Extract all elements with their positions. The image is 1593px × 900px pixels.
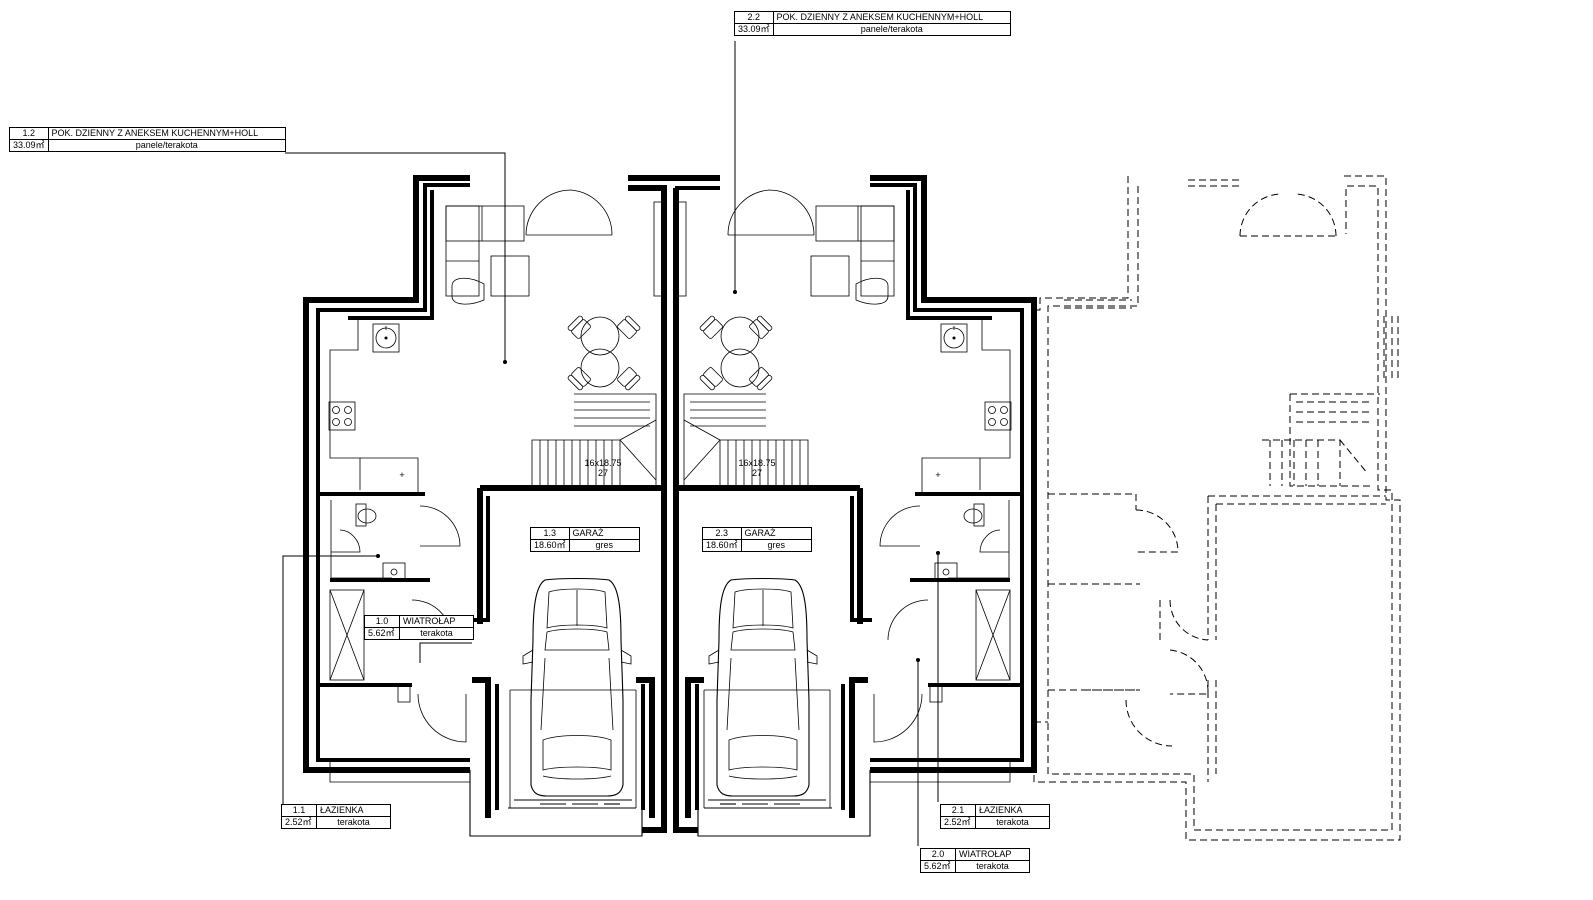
unit-1: + (303, 175, 720, 837)
stair-label-2: 16x18.75 27 (732, 458, 782, 478)
room-area: 5.62㎡ (920, 860, 956, 873)
room-area: 2.52㎡ (940, 816, 976, 829)
room-label-1-2: 1.2 POK. DZIENNY Z ANEKSEM KUCHENNYM+HOL… (9, 127, 287, 152)
room-finish: terakota (955, 860, 1030, 873)
room-finish: gres (568, 539, 641, 552)
room-area: 18.60㎡ (530, 539, 570, 552)
room-finish: panele/terakota (47, 139, 287, 152)
room-number: 1.3 (530, 527, 570, 540)
room-label-2-1: 2.1 ŁAZIENKA 2.52㎡ terakota (940, 804, 1050, 829)
stair-count: 27 (751, 468, 762, 478)
room-name: GARAŻ (740, 527, 813, 540)
room-name: POK. DZIENNY Z ANEKSEM KUCHENNYM+HOLL (772, 11, 1012, 24)
svg-text:+: + (935, 470, 940, 480)
room-name: WIATROŁAP (399, 615, 474, 628)
room-area: 18.60㎡ (702, 539, 742, 552)
neighbour-unit-outline (1033, 175, 1401, 841)
room-finish: terakota (399, 627, 474, 640)
room-number: 2.2 (734, 11, 774, 24)
room-area: 5.62㎡ (364, 627, 400, 640)
room-finish: terakota (975, 816, 1050, 829)
stair-count: 27 (597, 468, 608, 478)
room-label-2-0: 2.0 WIATROŁAP 5.62㎡ terakota (920, 848, 1030, 873)
room-name: ŁAZIENKA (975, 804, 1050, 817)
room-finish: terakota (316, 816, 391, 829)
stair-size: 16x18.75 (584, 458, 622, 468)
room-area: 33.09㎡ (9, 139, 49, 152)
room-number: 1.2 (9, 127, 49, 140)
room-finish: gres (740, 539, 813, 552)
room-label-1-0: 1.0 WIATROŁAP 5.62㎡ terakota (364, 615, 474, 640)
unit-2 (673, 175, 1037, 837)
room-name: POK. DZIENNY Z ANEKSEM KUCHENNYM+HOLL (47, 127, 287, 140)
svg-text:+: + (399, 470, 404, 480)
room-label-1-1: 1.1 ŁAZIENKA 2.52㎡ terakota (281, 804, 391, 829)
stair-label-1: 16x18.75 27 (578, 458, 628, 478)
room-number: 2.1 (940, 804, 976, 817)
room-label-2-2: 2.2 POK. DZIENNY Z ANEKSEM KUCHENNYM+HOL… (734, 11, 1012, 36)
room-number: 1.0 (364, 615, 400, 628)
room-name: GARAŻ (568, 527, 641, 540)
room-area: 2.52㎡ (281, 816, 317, 829)
room-label-1-3: 1.3 GARAŻ 18.60㎡ gres (530, 527, 641, 552)
room-name: ŁAZIENKA (316, 804, 391, 817)
room-number: 1.1 (281, 804, 317, 817)
room-name: WIATROŁAP (955, 848, 1030, 861)
room-number: 2.3 (702, 527, 742, 540)
stair-size: 16x18.75 (738, 458, 776, 468)
room-label-2-3: 2.3 GARAŻ 18.60㎡ gres (702, 527, 813, 552)
room-finish: panele/terakota (772, 23, 1012, 36)
room-area: 33.09㎡ (734, 23, 774, 36)
leader-lines (282, 41, 940, 846)
room-number: 2.0 (920, 848, 956, 861)
